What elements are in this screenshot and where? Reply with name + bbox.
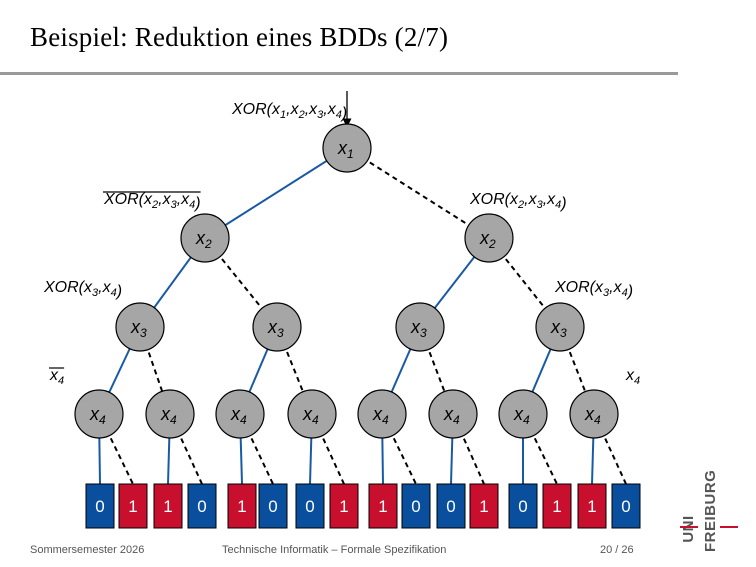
terminal-value-9: 0 bbox=[411, 497, 420, 516]
bdd-node-l3-5 bbox=[428, 389, 478, 439]
footer-course: Technische Informatik – Formale Spezifik… bbox=[222, 544, 447, 556]
terminal-leaf-6 bbox=[295, 483, 325, 529]
bdd-node-l3-0 bbox=[74, 389, 124, 439]
bdd-node-l2-1 bbox=[252, 302, 302, 352]
terminal-value-14: 1 bbox=[587, 497, 596, 516]
bdd-node-l3-7 bbox=[569, 389, 619, 439]
terminal-leaf-0 bbox=[85, 483, 115, 529]
university-logo: UNI FREIBURG bbox=[680, 469, 740, 552]
logo-bar-right bbox=[720, 526, 738, 528]
terminal-value-8: 1 bbox=[378, 497, 387, 516]
bdd-node-l3-6 bbox=[498, 389, 548, 439]
function-labels: XOR(x1,x2,x3,x4) XOR(x2,x3,x4) XOR(x2,x3,x… bbox=[43, 101, 640, 387]
terminal-value-10: 0 bbox=[446, 497, 455, 516]
footer-semester: Sommersemester 2026 bbox=[30, 544, 145, 556]
edge-low-l0-0 bbox=[204, 147, 348, 239]
terminal-value-15: 0 bbox=[621, 497, 630, 516]
terminal-value-13: 1 bbox=[552, 497, 561, 516]
label-left_l3: x4 bbox=[49, 367, 64, 387]
bdd-node-l1-0 bbox=[180, 213, 230, 263]
label-left_l1: XOR(x2,x3,x4) bbox=[103, 191, 201, 212]
bdd-node-l3-3 bbox=[287, 389, 337, 439]
terminal-value-1: 1 bbox=[128, 497, 137, 516]
terminal-leaf-12 bbox=[508, 483, 538, 529]
edge-high-l2-2 bbox=[419, 326, 454, 415]
bdd-node-l2-2 bbox=[395, 302, 445, 352]
terminal-leaf-10 bbox=[436, 483, 466, 529]
terminal-value-12: 0 bbox=[518, 497, 527, 516]
bdd-node-l1-1 bbox=[464, 213, 514, 263]
terminal-leaf-4 bbox=[227, 483, 257, 529]
terminal-value-0: 0 bbox=[95, 497, 104, 516]
bdd-node-l3-4 bbox=[357, 389, 407, 439]
terminal-leaf-2 bbox=[153, 483, 183, 529]
bdd-leaves: 0 1 1 0 1 0 0 1 1 0 0 1 0 1 1 0 bbox=[85, 483, 641, 529]
logo-uni-text: UNI bbox=[680, 515, 697, 543]
label-right_l3: x4 bbox=[625, 367, 640, 387]
label-root: XOR(x1,x2,x3,x4) bbox=[231, 101, 347, 122]
bdd-node-l3-2 bbox=[215, 389, 265, 439]
logo-freiburg-text: FREIBURG bbox=[702, 469, 719, 552]
logo-bar-left bbox=[680, 526, 698, 528]
bdd-node-l0-0 bbox=[322, 123, 372, 173]
terminal-value-4: 1 bbox=[237, 497, 246, 516]
terminal-leaf-8 bbox=[368, 483, 398, 529]
terminal-leaf-9 bbox=[401, 483, 431, 529]
terminal-leaf-15 bbox=[611, 483, 641, 529]
edge-high-l0-0 bbox=[346, 147, 490, 239]
terminal-leaf-5 bbox=[258, 483, 288, 529]
terminal-leaf-11 bbox=[469, 483, 499, 529]
terminal-value-3: 0 bbox=[197, 497, 206, 516]
terminal-value-11: 1 bbox=[479, 497, 488, 516]
slide-title: Beispiel: Reduktion eines BDDs (2/7) bbox=[30, 22, 449, 52]
terminal-value-7: 1 bbox=[339, 497, 348, 516]
bdd-node-l3-1 bbox=[145, 389, 195, 439]
terminal-value-5: 0 bbox=[268, 497, 277, 516]
footer-page-number: 20 / 26 bbox=[600, 544, 634, 556]
label-left_l2: XOR(x3,x4) bbox=[43, 279, 122, 300]
terminal-leaf-13 bbox=[542, 483, 572, 529]
edge-high-l2-3 bbox=[559, 326, 595, 415]
label-right_l1: XOR(x2,x3,x4) bbox=[469, 191, 567, 212]
terminal-leaf-7 bbox=[329, 483, 359, 529]
terminal-leaf-14 bbox=[577, 483, 607, 529]
terminal-leaf-1 bbox=[118, 483, 148, 529]
bdd-node-l2-0 bbox=[115, 302, 165, 352]
bdd-node-l2-3 bbox=[535, 302, 585, 352]
title-rule bbox=[0, 72, 678, 75]
terminal-leaf-3 bbox=[187, 483, 217, 529]
terminal-value-6: 0 bbox=[305, 497, 314, 516]
edge-high-l2-1 bbox=[276, 326, 313, 415]
terminal-value-2: 1 bbox=[163, 497, 172, 516]
label-right_l2: XOR(x3,x4) bbox=[554, 279, 633, 300]
